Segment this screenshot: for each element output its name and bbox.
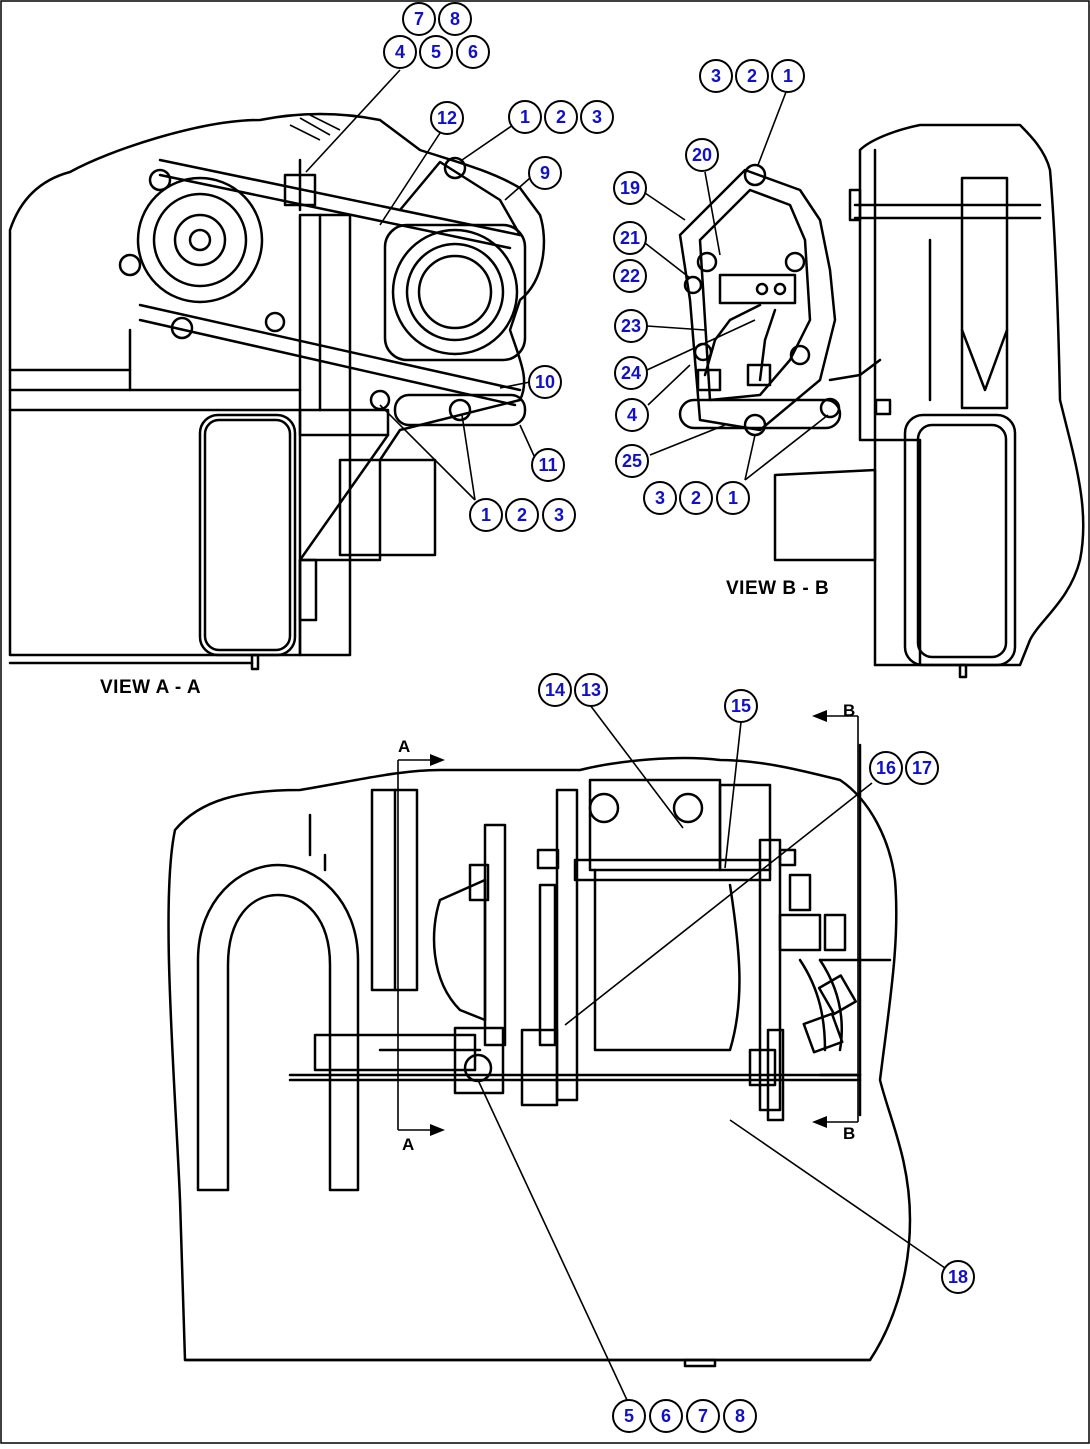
svg-text:6: 6 bbox=[661, 1406, 671, 1426]
callout-1: 1 bbox=[716, 481, 750, 515]
callout-7: 7 bbox=[402, 2, 436, 36]
callout-4: 4 bbox=[615, 398, 649, 432]
svg-text:5: 5 bbox=[431, 42, 441, 62]
callout-6: 6 bbox=[649, 1399, 683, 1433]
callout-21: 21 bbox=[613, 221, 647, 255]
callout-24: 24 bbox=[614, 356, 648, 390]
svg-text:8: 8 bbox=[735, 1406, 745, 1426]
svg-text:21: 21 bbox=[620, 228, 640, 248]
callout-1: 1 bbox=[771, 59, 805, 93]
svg-text:7: 7 bbox=[414, 9, 424, 29]
section-mark-b-bottom: B bbox=[843, 1124, 855, 1143]
svg-text:5: 5 bbox=[624, 1406, 634, 1426]
svg-text:25: 25 bbox=[622, 451, 642, 471]
svg-text:7: 7 bbox=[698, 1406, 708, 1426]
svg-text:1: 1 bbox=[728, 488, 738, 508]
svg-text:12: 12 bbox=[437, 108, 457, 128]
callout-3: 3 bbox=[580, 100, 614, 134]
svg-text:6: 6 bbox=[468, 42, 478, 62]
main-view-leader-lines bbox=[477, 704, 946, 1401]
callout-5: 5 bbox=[419, 35, 453, 69]
svg-text:10: 10 bbox=[535, 372, 555, 392]
callout-18: 18 bbox=[941, 1260, 975, 1294]
view-a-drawing bbox=[8, 112, 546, 671]
callout-2: 2 bbox=[679, 481, 713, 515]
svg-text:16: 16 bbox=[876, 758, 896, 778]
callout-20: 20 bbox=[685, 138, 719, 172]
view-a-caption: VIEW A - A bbox=[100, 677, 201, 698]
svg-text:24: 24 bbox=[621, 363, 641, 383]
callout-15: 15 bbox=[724, 689, 758, 723]
svg-text:3: 3 bbox=[655, 488, 665, 508]
callout-5: 5 bbox=[612, 1399, 646, 1433]
view-a-leader-lines bbox=[305, 69, 536, 501]
callout-2: 2 bbox=[735, 59, 769, 93]
callout-25: 25 bbox=[615, 444, 649, 478]
svg-text:18: 18 bbox=[948, 1267, 968, 1287]
section-mark-b-top: B bbox=[843, 701, 855, 720]
svg-text:2: 2 bbox=[691, 488, 701, 508]
svg-text:19: 19 bbox=[620, 178, 640, 198]
svg-text:13: 13 bbox=[581, 680, 601, 700]
svg-text:1: 1 bbox=[481, 505, 491, 525]
section-mark-a-top: A bbox=[398, 737, 410, 756]
svg-text:3: 3 bbox=[711, 66, 721, 86]
svg-text:22: 22 bbox=[620, 266, 640, 286]
callout-19: 19 bbox=[613, 171, 647, 205]
svg-text:17: 17 bbox=[912, 758, 932, 778]
svg-text:2: 2 bbox=[747, 66, 757, 86]
view-b-drawing bbox=[678, 123, 1085, 679]
svg-text:2: 2 bbox=[556, 107, 566, 127]
callout-3: 3 bbox=[643, 481, 677, 515]
svg-text:9: 9 bbox=[540, 163, 550, 183]
main-view-drawing bbox=[167, 710, 912, 1368]
svg-text:4: 4 bbox=[395, 42, 405, 62]
svg-text:1: 1 bbox=[783, 66, 793, 86]
view-b-leader-lines bbox=[644, 91, 829, 481]
svg-text:8: 8 bbox=[450, 9, 460, 29]
svg-text:11: 11 bbox=[538, 455, 557, 475]
callout-2: 2 bbox=[505, 498, 539, 532]
view-a-outline bbox=[8, 112, 546, 657]
callout-16: 16 bbox=[869, 751, 903, 785]
callout-9: 9 bbox=[528, 156, 562, 190]
section-mark-a-bottom: A bbox=[402, 1135, 414, 1154]
callout-3: 3 bbox=[699, 59, 733, 93]
callout-22: 22 bbox=[613, 259, 647, 293]
callout-10: 10 bbox=[528, 365, 562, 399]
svg-text:1: 1 bbox=[520, 107, 530, 127]
svg-text:15: 15 bbox=[731, 696, 751, 716]
svg-text:14: 14 bbox=[545, 680, 565, 700]
svg-text:20: 20 bbox=[692, 145, 712, 165]
callout-12: 12 bbox=[430, 101, 464, 135]
callout-6: 6 bbox=[456, 35, 490, 69]
svg-text:3: 3 bbox=[554, 505, 564, 525]
callout-1: 1 bbox=[508, 100, 542, 134]
callout-8: 8 bbox=[438, 2, 472, 36]
callout-14: 14 bbox=[538, 673, 572, 707]
callout-7: 7 bbox=[686, 1399, 720, 1433]
svg-text:3: 3 bbox=[592, 107, 602, 127]
callout-3: 3 bbox=[542, 498, 576, 532]
view-b-caption: VIEW B - B bbox=[726, 578, 829, 599]
callout-1: 1 bbox=[469, 498, 503, 532]
svg-text:4: 4 bbox=[627, 405, 637, 425]
callout-17: 17 bbox=[905, 751, 939, 785]
callout-13: 13 bbox=[574, 673, 608, 707]
callout-2: 2 bbox=[544, 100, 578, 134]
callout-8: 8 bbox=[723, 1399, 757, 1433]
callout-23: 23 bbox=[614, 309, 648, 343]
svg-text:23: 23 bbox=[621, 316, 641, 336]
callout-11: 11 bbox=[531, 448, 565, 482]
callout-4: 4 bbox=[383, 35, 417, 69]
svg-text:2: 2 bbox=[517, 505, 527, 525]
